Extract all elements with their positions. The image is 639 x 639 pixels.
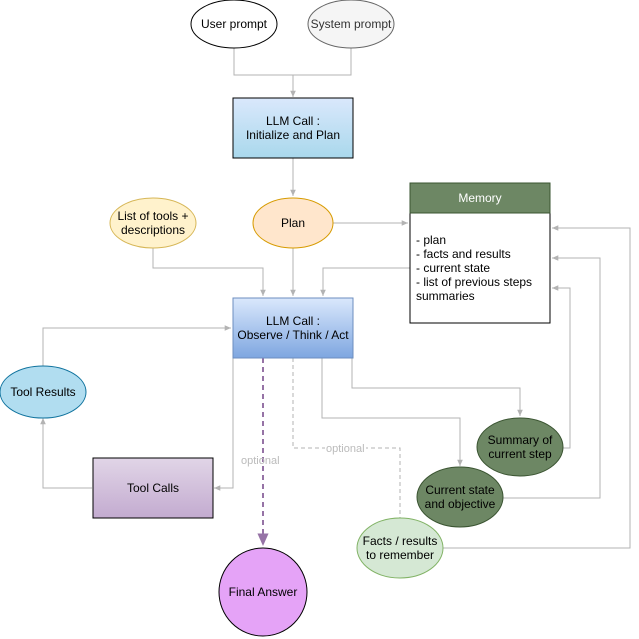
llm-init-label-line1: LLM Call : xyxy=(265,114,321,128)
edge-llmloop-summary xyxy=(351,358,523,416)
final-answer-node xyxy=(218,547,308,637)
llm-loop-label: LLM Call : Observe / Think / Act xyxy=(233,310,353,346)
state-node xyxy=(416,466,504,528)
tools-list-label: List of tools + descriptions xyxy=(110,206,196,240)
llm-init-label: LLM Call : Initialize and Plan xyxy=(233,110,353,146)
final-answer-label: Final Answer xyxy=(228,585,298,599)
tool-results-label: Tool Results xyxy=(10,385,76,399)
edge-toolresults-llmloop xyxy=(42,325,231,366)
edge-facts-memory xyxy=(442,225,631,549)
system-prompt-node xyxy=(307,0,395,49)
llm-loop-node xyxy=(232,297,354,359)
state-label-line2: and objective xyxy=(424,497,496,511)
state-label: Current state and objective xyxy=(417,480,503,514)
memory-item: - plan xyxy=(416,233,447,247)
tool-calls-node xyxy=(92,457,214,519)
plan-node xyxy=(252,197,334,249)
llm-init-node xyxy=(232,97,354,159)
state-label-line1: Current state xyxy=(425,483,495,497)
memory-header xyxy=(409,182,551,214)
edge-summary-memory xyxy=(552,285,571,449)
facts-label: Facts / results to remember xyxy=(357,531,443,565)
tools-list-node xyxy=(109,197,197,249)
memory-item: - facts and results xyxy=(416,247,511,261)
user-prompt-node xyxy=(190,0,278,49)
llm-loop-label-line2: Observe / Think / Act xyxy=(237,328,349,342)
memory-title: Memory xyxy=(458,191,502,205)
tools-list-label-line2: descriptions xyxy=(120,223,186,237)
summary-label-line2: current step xyxy=(488,447,552,461)
facts-label-line1: Facts / results xyxy=(362,534,438,548)
tools-list-label-line1: List of tools + xyxy=(117,209,189,223)
memory-items-list: - plan - facts and results - current sta… xyxy=(416,233,532,303)
facts-label-line2: to remember xyxy=(365,548,435,562)
optional-label-final: optional xyxy=(241,455,280,467)
edge-systemprompt-llminit xyxy=(293,48,352,76)
user-prompt-label: User prompt xyxy=(200,17,268,31)
summary-label: Summary of current step xyxy=(477,430,563,464)
llm-init-label-line2: Initialize and Plan xyxy=(245,128,341,142)
optional-label-facts: optional xyxy=(325,443,366,455)
edge-tools-llmloop xyxy=(152,248,266,296)
tool-results-node xyxy=(0,365,87,419)
edge-memory-llmloop xyxy=(320,267,410,296)
system-prompt-label: System prompt xyxy=(310,17,392,31)
edge-llmloop-toolcalls xyxy=(214,358,234,491)
facts-node xyxy=(356,517,444,579)
summary-node xyxy=(476,417,564,477)
memory-item: summaries xyxy=(416,289,475,303)
summary-label-line1: Summary of xyxy=(487,433,553,447)
memory-item: - list of previous steps xyxy=(416,275,533,289)
llm-loop-label-line1: LLM Call : xyxy=(265,314,321,328)
edge-userprompt-llminit xyxy=(233,48,296,97)
tool-calls-label: Tool Calls xyxy=(126,481,180,495)
edge-llmloop-facts xyxy=(292,358,403,526)
plan-label: Plan xyxy=(280,216,306,230)
edge-llmloop-state xyxy=(321,358,463,466)
edge-state-memory xyxy=(500,255,601,499)
edge-toolcalls-toolresults xyxy=(40,418,92,489)
memory-item: - current state xyxy=(416,261,491,275)
